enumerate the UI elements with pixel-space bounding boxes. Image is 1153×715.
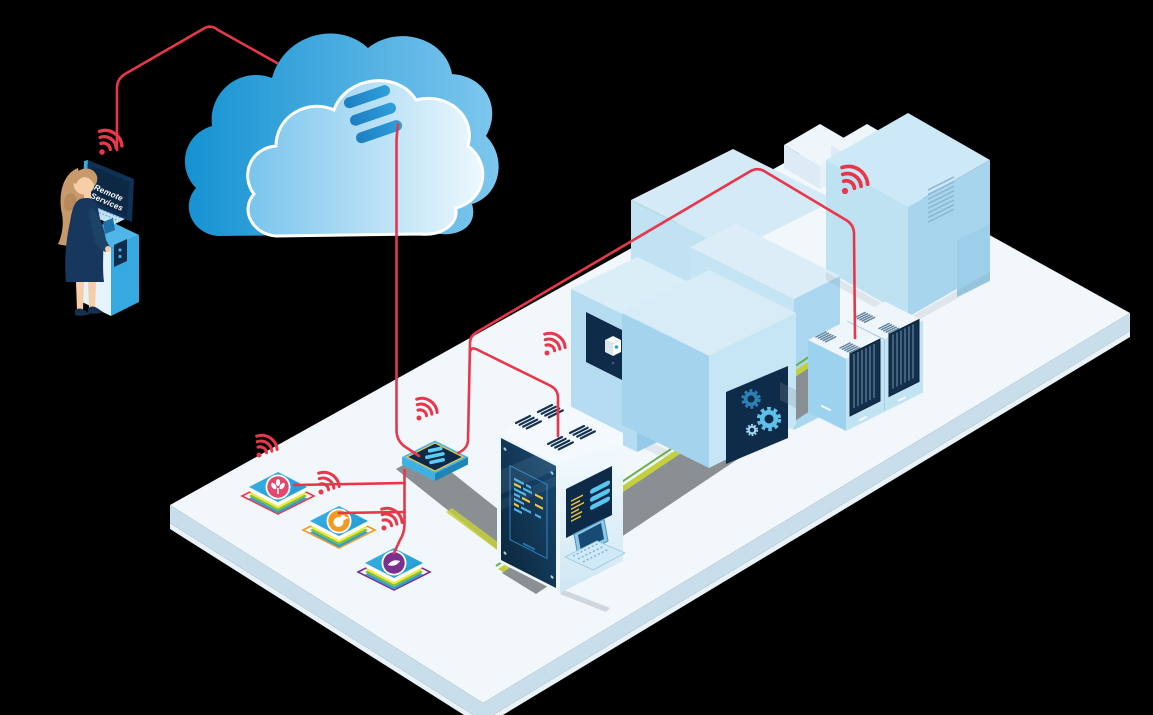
line-branch-to-cabinet <box>468 347 560 438</box>
commodity-tile-poultry <box>301 506 377 549</box>
cabinet-shadow <box>780 382 808 414</box>
machine-vent-slats <box>927 176 955 223</box>
service-laptop <box>564 518 626 571</box>
line-to-tile1 <box>292 481 406 487</box>
kiosk-monitor: Remote Services <box>82 160 134 222</box>
line-tablet-to-machines <box>456 167 857 455</box>
gears-panel <box>726 366 788 464</box>
kiosk-card-module <box>114 239 127 267</box>
cloud-front <box>246 79 485 238</box>
gears-machine-cube <box>622 270 796 468</box>
sensor-cube-icon <box>605 336 621 356</box>
operator-kiosk: Remote Services <box>58 160 139 316</box>
drive-cabinet-front <box>808 321 884 431</box>
cabinet-door-details <box>503 447 554 579</box>
drive-cabinets <box>780 302 923 432</box>
wifi-icon-kiosk <box>87 124 128 164</box>
line-tablet-to-tile3 <box>392 468 406 555</box>
kiosk-screen <box>90 166 129 217</box>
commodity-tile-grain-kernel <box>356 548 432 591</box>
grain-icon <box>271 478 285 494</box>
three-bars-logo <box>590 480 610 510</box>
control-cabinet <box>497 401 626 612</box>
line-kiosk-to-cloud <box>115 25 279 152</box>
processing-machine-complex <box>622 113 990 480</box>
cabinet-glass-door <box>501 438 556 588</box>
tablet-gateway <box>402 440 468 481</box>
connection-lines <box>115 25 857 555</box>
kiosk-monitor-arm <box>103 218 115 234</box>
machine-main-box <box>826 113 990 317</box>
commodity-tile-grain <box>240 472 316 515</box>
door-hmi-text-bars <box>514 477 543 551</box>
three-bars-logo <box>425 446 445 465</box>
line-to-tile2 <box>337 510 406 515</box>
commodity-tiles <box>240 472 432 591</box>
poultry-icon <box>333 515 349 527</box>
grain-kernel-icon <box>387 560 401 566</box>
line-cloud-to-tablet <box>395 122 421 458</box>
three-bars-logo <box>344 85 403 144</box>
cabinet-base-shadow <box>560 590 610 612</box>
cloud-platform <box>184 33 499 238</box>
operator-person <box>58 168 111 316</box>
cabinet-side-display <box>566 466 612 538</box>
